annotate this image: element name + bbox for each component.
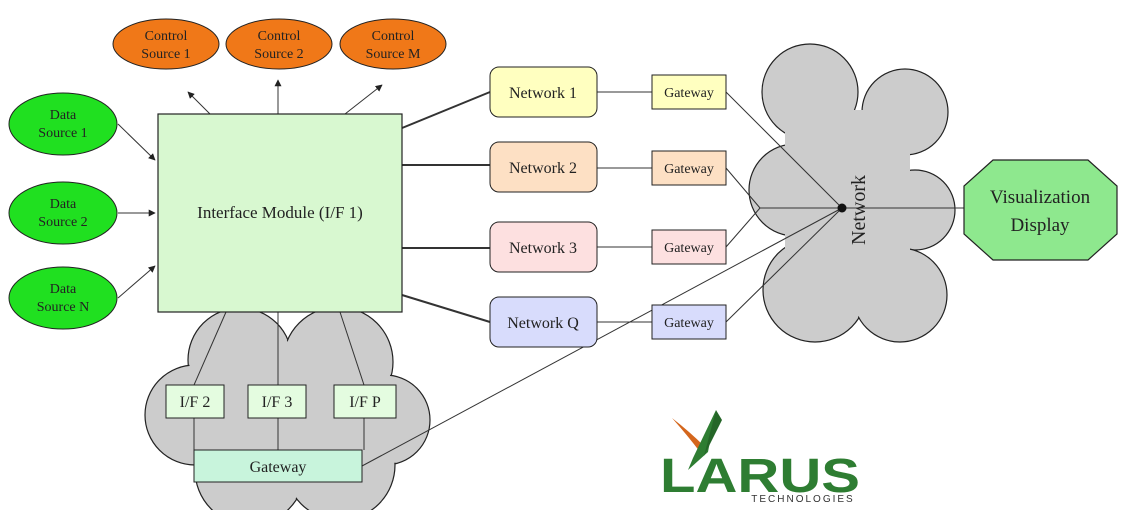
network-3-box[interactable]: Network 3 — [489, 221, 598, 273]
network-2-box[interactable]: Network 2 — [489, 141, 598, 193]
control-source-2-line1: Control — [258, 29, 301, 44]
logo-name: LARUS — [660, 450, 860, 503]
data-source-2-line2: Source 2 — [38, 215, 87, 230]
gateway-q[interactable]: Gateway — [651, 304, 727, 340]
interface-3-box[interactable]: I/F 3 — [247, 384, 307, 419]
hub-node — [837, 203, 847, 213]
data-source-2[interactable]: Data Source 2 — [8, 181, 118, 245]
gateway-3-label: Gateway — [664, 241, 714, 256]
gateway-1[interactable]: Gateway — [651, 74, 727, 110]
visualization-display[interactable]: Visualization Display — [963, 159, 1118, 261]
connector-lines — [117, 79, 965, 467]
network-cloud — [748, 43, 956, 343]
interface-p-label: I/F P — [349, 394, 381, 411]
gateway-q-label: Gateway — [664, 316, 714, 331]
bottom-gateway[interactable]: Gateway — [193, 449, 363, 483]
central-network-label: Network — [848, 175, 870, 245]
network-3-label: Network 3 — [509, 240, 577, 257]
control-source-1-line2: Source 1 — [141, 47, 190, 62]
interface-3-label: I/F 3 — [262, 394, 293, 411]
data-source-1[interactable]: Data Source 1 — [8, 92, 118, 156]
interface-module-label: Interface Module (I/F 1) — [197, 203, 363, 222]
data-source-1-line2: Source 1 — [38, 126, 87, 141]
network-1-label: Network 1 — [509, 85, 577, 102]
larus-logo: LARUS TECHNOLOGIES — [660, 410, 860, 505]
network-q-box[interactable]: Network Q — [489, 296, 598, 348]
gateway-1-label: Gateway — [664, 86, 714, 101]
control-source-2[interactable]: Control Source 2 — [225, 18, 333, 70]
visualization-line2: Display — [1010, 215, 1070, 236]
control-source-1-line1: Control — [145, 29, 188, 44]
gateway-3[interactable]: Gateway — [651, 229, 727, 265]
control-source-m[interactable]: Control Source M — [339, 18, 447, 70]
control-source-2-line2: Source 2 — [254, 47, 303, 62]
data-source-n-line2: Source N — [37, 300, 90, 315]
data-source-1-line1: Data — [50, 108, 77, 123]
network-q-label: Network Q — [507, 315, 579, 332]
data-source-n[interactable]: Data Source N — [8, 266, 118, 330]
network-1-box[interactable]: Network 1 — [489, 66, 598, 118]
network-2-label: Network 2 — [509, 160, 577, 177]
data-source-2-line1: Data — [50, 197, 77, 212]
control-source-1[interactable]: Control Source 1 — [112, 18, 220, 70]
logo-arrow-icon — [672, 410, 722, 470]
bottom-gateway-label: Gateway — [250, 459, 307, 476]
interface-p-box[interactable]: I/F P — [333, 384, 397, 419]
interface-module[interactable]: Interface Module (I/F 1) — [157, 113, 403, 313]
gateway-2[interactable]: Gateway — [651, 150, 727, 186]
gateway-2-label: Gateway — [664, 162, 714, 177]
interface-2-label: I/F 2 — [180, 394, 211, 411]
control-source-m-line2: Source M — [366, 47, 421, 62]
control-source-m-line1: Control — [372, 29, 415, 44]
logo-subtitle: TECHNOLOGIES — [751, 494, 854, 505]
interface-2-box[interactable]: I/F 2 — [165, 384, 225, 419]
visualization-line1: Visualization — [990, 187, 1091, 208]
data-source-n-line1: Data — [50, 282, 77, 297]
